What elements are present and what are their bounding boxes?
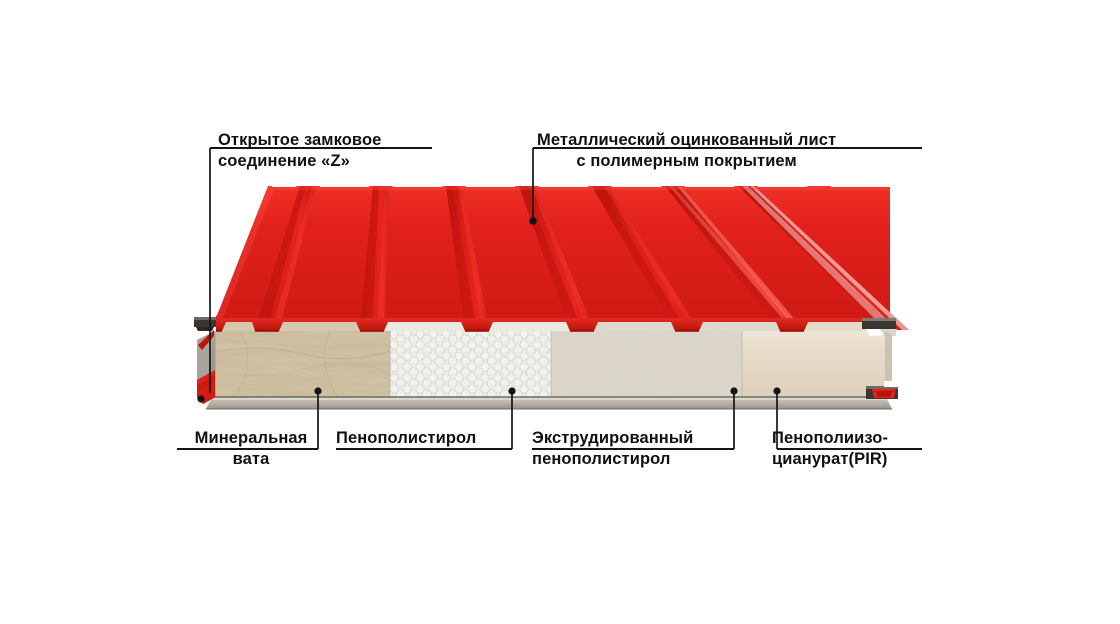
label-polystyrene-line1: Пенополистирол [336,429,477,447]
sheet-back-notches [268,177,892,187]
z-lock-joint-right [862,318,898,399]
label-pir-line1: Пенополиизо- [772,429,889,447]
sheet-front-profile [216,318,890,332]
label-polymer-coated-galvanized-sheet: Металлический оцинкованный лист с полимер… [537,130,836,172]
leader-dot-mineral-wool [314,387,322,395]
sheet-highlight-right [742,186,898,330]
sheet-ribs [255,186,909,330]
label-mineral-wool: Минеральная вата [177,428,325,470]
core-extruded-polystyrene [551,331,742,397]
leader-dot-metal-sheet [529,217,537,225]
label-extruded-polystyrene: Экструдированный пенополистирол [532,428,693,470]
core-polystyrene [390,331,551,397]
label-metal-sheet-line2: с полимерным покрытием [576,152,797,170]
corrugated-metal-sheet [216,177,909,332]
leader-lines [177,147,922,450]
label-extruded-polystyrene-line2: пенополистирол [532,450,671,468]
leader-dots [197,217,781,403]
label-mineral-wool-line1: Минеральная [194,429,308,447]
label-metal-sheet-line1: Металлический оцинкованный лист [537,131,837,149]
leader-dot-extruded-polystyrene [730,387,738,395]
sheet-highlight-mid [669,186,800,330]
label-pir: Пенополиизо-цианурат(PIR) [772,428,888,470]
panel-core-group [214,331,885,397]
core-mineral-wool [215,331,390,397]
label-polystyrene: Пенополистирол [336,428,476,449]
label-mineral-wool-line2: вата [232,450,270,468]
label-extruded-polystyrene-line1: Экструдированный [532,429,694,447]
bottom-metal-sheet [206,396,892,410]
leader-dot-pir [773,387,781,395]
label-open-z-lock-joint-line2: соединение «Z» [218,152,350,170]
label-open-z-lock-joint-line1: Открытое замковое [218,131,382,149]
core-pir [742,331,885,397]
leader-dot-polystyrene [508,387,516,395]
label-pir-line2: цианурат(PIR) [772,450,888,468]
leader-dot-z-joint [197,395,205,403]
label-open-z-lock-joint: Открытое замковое соединение «Z» [218,130,381,172]
